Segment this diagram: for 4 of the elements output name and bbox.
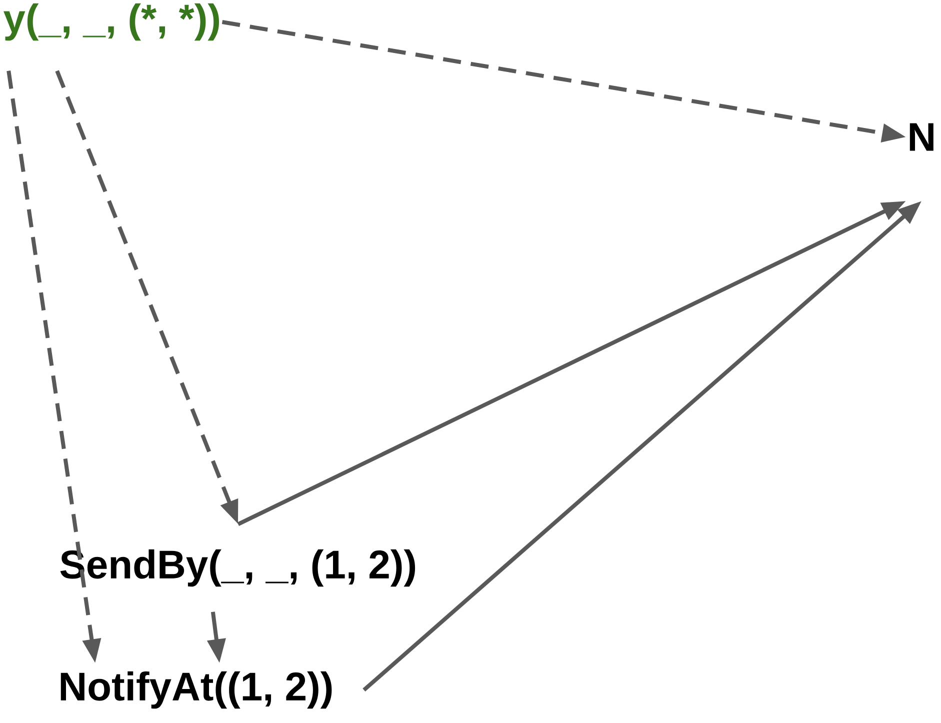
code-label: y(_, _, (*, *)) (4, 3, 219, 41)
code-label: N (910, 123, 934, 151)
code-label: SendBy(_, _, (1, 2)) (60, 549, 416, 587)
code-label: NotifyAt((1, 2)) (60, 671, 332, 709)
